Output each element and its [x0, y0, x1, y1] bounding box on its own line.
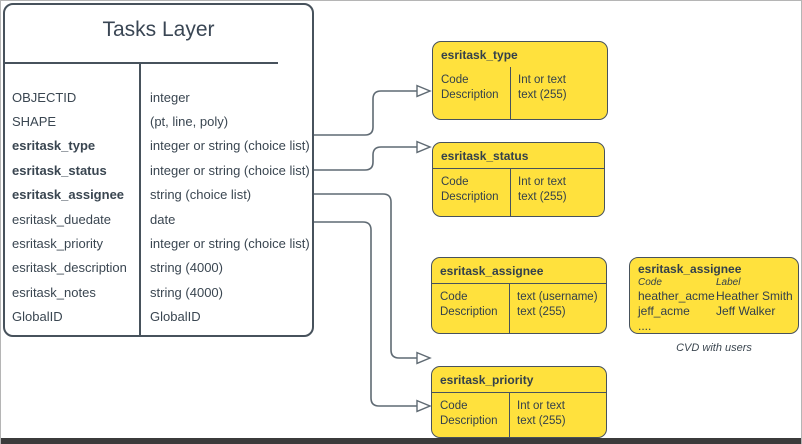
table-row: esritask_type integer or string (choice …	[5, 134, 312, 158]
arrowhead-icon	[416, 84, 432, 98]
field-type: integer or string (choice list)	[150, 138, 310, 154]
domain-field: Code	[440, 291, 468, 303]
domain-field: Description	[441, 88, 499, 101]
domain-field: Description	[440, 305, 498, 318]
cvd-title: esritask_assignee	[638, 262, 742, 276]
table-row: esritask_description string (4000)	[5, 256, 312, 280]
domain-type: text (255)	[518, 88, 567, 101]
domain-type: Int or text	[518, 176, 566, 188]
domain-fields: Code Description	[433, 169, 511, 216]
cvd-label: Heather Smith	[716, 289, 793, 303]
field-name: esritask_description	[12, 260, 127, 276]
domain-type: text (username)	[517, 291, 598, 303]
cvd-grid: Code Label heather_acme Heather Smith je…	[630, 276, 798, 333]
cvd-caption: CVD with users	[676, 342, 752, 354]
field-name: OBJECTID	[12, 89, 77, 105]
domain-title: esritask_assignee	[440, 264, 544, 278]
arrowhead-icon	[416, 140, 432, 154]
cvd-col-header: Label	[716, 277, 741, 288]
domain-fields: Code Description	[432, 393, 510, 437]
table-row: GlobalID GlobalID	[5, 305, 312, 329]
domain-box-esritask-status: esritask_status Code Description Int or …	[432, 142, 605, 217]
domain-types: Int or text text (255)	[511, 169, 604, 216]
connector-esritask-status	[314, 146, 417, 171]
table-rows: OBJECTID integer SHAPE (pt, line, poly) …	[5, 85, 312, 329]
domain-box-esritask-type: esritask_type Code Description Int or te…	[432, 41, 608, 120]
connector-esritask-type	[314, 90, 417, 136]
cvd-col-header: Code	[638, 277, 662, 288]
domain-type: text (255)	[517, 305, 566, 318]
domain-types: Int or text text (255)	[511, 67, 607, 119]
field-name: SHAPE	[12, 114, 57, 130]
table-row: SHAPE (pt, line, poly)	[5, 109, 312, 133]
field-name: esritask_assignee	[12, 187, 125, 203]
cvd-code: heather_acme	[638, 289, 715, 303]
domain-field: Code	[440, 400, 468, 412]
domain-field: Code	[441, 74, 469, 86]
table-row: OBJECTID integer	[5, 85, 312, 109]
domain-box-esritask-assignee: esritask_assignee Code Description text …	[431, 257, 607, 334]
field-name: GlobalID	[12, 309, 63, 325]
field-name: esritask_status	[12, 162, 107, 178]
domain-fields: Code Description	[433, 67, 511, 119]
field-type: integer or string (choice list)	[150, 236, 310, 252]
domain-body: Code Description Int or text text (255)	[433, 168, 604, 216]
domain-title: esritask_type	[441, 48, 518, 62]
domain-body: Code Description Int or text text (255)	[432, 392, 606, 437]
column-divider	[139, 62, 141, 335]
arrowhead-icon	[416, 351, 432, 365]
connector-esritask-assignee	[314, 193, 417, 359]
field-name: esritask_notes	[12, 284, 96, 300]
domain-type: text (255)	[517, 414, 566, 427]
cvd-ellipsis: ....	[638, 319, 652, 333]
domain-type: Int or text	[517, 400, 565, 412]
cvd-code: jeff_acme	[638, 304, 690, 318]
window-bottom-edge	[1, 438, 801, 444]
field-type: string (choice list)	[150, 187, 252, 203]
table-title: Tasks Layer	[102, 18, 215, 41]
field-type: string (4000)	[150, 284, 223, 300]
domain-type: text (255)	[518, 190, 567, 203]
domain-field: Code	[441, 176, 469, 188]
field-type: integer	[150, 89, 190, 105]
field-type: date	[150, 211, 176, 227]
field-name: esritask_priority	[12, 236, 104, 252]
cvd-label: Jeff Walker	[716, 304, 776, 318]
tasks-layer-table: Tasks Layer OBJECTID integer SHAPE (pt, …	[3, 3, 314, 337]
table-row: esritask_status integer or string (choic…	[5, 158, 312, 182]
field-type: GlobalID	[150, 309, 201, 325]
table-row: esritask_duedate date	[5, 207, 312, 231]
table-row: esritask_assignee string (choice list)	[5, 183, 312, 207]
table-row: esritask_notes string (4000)	[5, 280, 312, 304]
title-divider	[5, 62, 278, 64]
domain-types: text (username) text (255)	[510, 284, 606, 333]
field-name: esritask_type	[12, 138, 96, 154]
domain-title: esritask_status	[441, 149, 529, 163]
domain-field: Description	[440, 414, 498, 427]
cvd-users-box: esritask_assignee Code Label heather_acm…	[629, 257, 799, 334]
field-type: (pt, line, poly)	[150, 114, 229, 130]
domain-box-esritask-priority: esritask_priority Code Description Int o…	[431, 366, 607, 438]
domain-title: esritask_priority	[440, 373, 534, 387]
domain-fields: Code Description	[432, 284, 510, 333]
field-type: integer or string (choice list)	[150, 162, 310, 178]
domain-body: Code Description Int or text text (255)	[433, 67, 607, 119]
domain-field: Description	[441, 190, 499, 203]
field-type: string (4000)	[150, 260, 223, 276]
domain-body: Code Description text (username) text (2…	[432, 283, 606, 333]
connector-esritask-priority	[314, 221, 417, 407]
table-row: esritask_priority integer or string (cho…	[5, 231, 312, 255]
field-name: esritask_duedate	[12, 211, 112, 227]
domain-types: Int or text text (255)	[510, 393, 606, 437]
arrowhead-icon	[416, 399, 432, 413]
domain-type: Int or text	[518, 74, 566, 86]
